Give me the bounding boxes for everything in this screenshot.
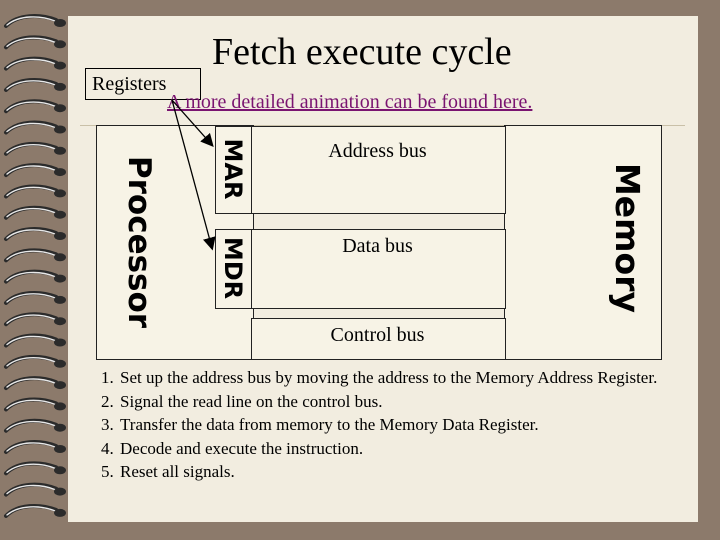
divider xyxy=(80,125,685,126)
spiral-binding xyxy=(4,14,66,518)
animation-link[interactable]: A more detailed animation can be found h… xyxy=(167,91,533,113)
binding-ring xyxy=(4,482,66,497)
address-bus-label: Address bus xyxy=(328,140,427,162)
binding-ring xyxy=(4,312,66,327)
binding-ring xyxy=(4,397,66,412)
binding-ring xyxy=(4,269,66,284)
address-bus xyxy=(251,126,506,214)
control-bus-label: Control bus xyxy=(330,324,425,346)
binding-ring xyxy=(4,184,66,199)
step-item: Decode and execute the instruction. xyxy=(118,437,688,461)
binding-ring xyxy=(4,77,66,92)
binding-ring xyxy=(4,333,66,348)
binding-ring xyxy=(4,503,66,518)
step-item: Transfer the data from memory to the Mem… xyxy=(118,413,688,437)
binding-ring xyxy=(4,163,66,178)
binding-ring xyxy=(4,141,66,156)
binding-ring xyxy=(4,120,66,135)
step-item: Set up the address bus by moving the add… xyxy=(118,366,688,390)
binding-ring xyxy=(4,248,66,263)
memory-box xyxy=(504,125,662,360)
data-bus xyxy=(251,229,506,309)
binding-ring xyxy=(4,354,66,369)
binding-ring xyxy=(4,227,66,241)
binding-ring xyxy=(4,290,66,305)
arrow-to-mdr xyxy=(171,99,216,251)
steps-list: Set up the address bus by moving the add… xyxy=(90,366,688,484)
mar-register xyxy=(215,126,253,214)
arrow-to-mar xyxy=(171,99,214,147)
step-item: Signal the read line on the control bus. xyxy=(118,390,688,414)
control-bus xyxy=(251,318,506,360)
step-item: Reset all signals. xyxy=(118,460,688,484)
binding-ring xyxy=(4,461,66,476)
binding-ring xyxy=(4,376,66,391)
binding-ring xyxy=(4,35,66,50)
binding-ring xyxy=(4,14,66,28)
mdr-register xyxy=(215,229,253,309)
registers-callout-box xyxy=(85,68,201,100)
slide-title: Fetch execute cycle xyxy=(212,31,512,73)
binding-ring xyxy=(4,418,66,433)
binding-ring xyxy=(4,99,66,114)
data-bus-label: Data bus xyxy=(342,235,413,257)
binding-ring xyxy=(4,205,66,220)
binding-ring xyxy=(4,440,66,454)
binding-ring xyxy=(4,56,66,71)
registers-label: Registers xyxy=(92,73,167,95)
